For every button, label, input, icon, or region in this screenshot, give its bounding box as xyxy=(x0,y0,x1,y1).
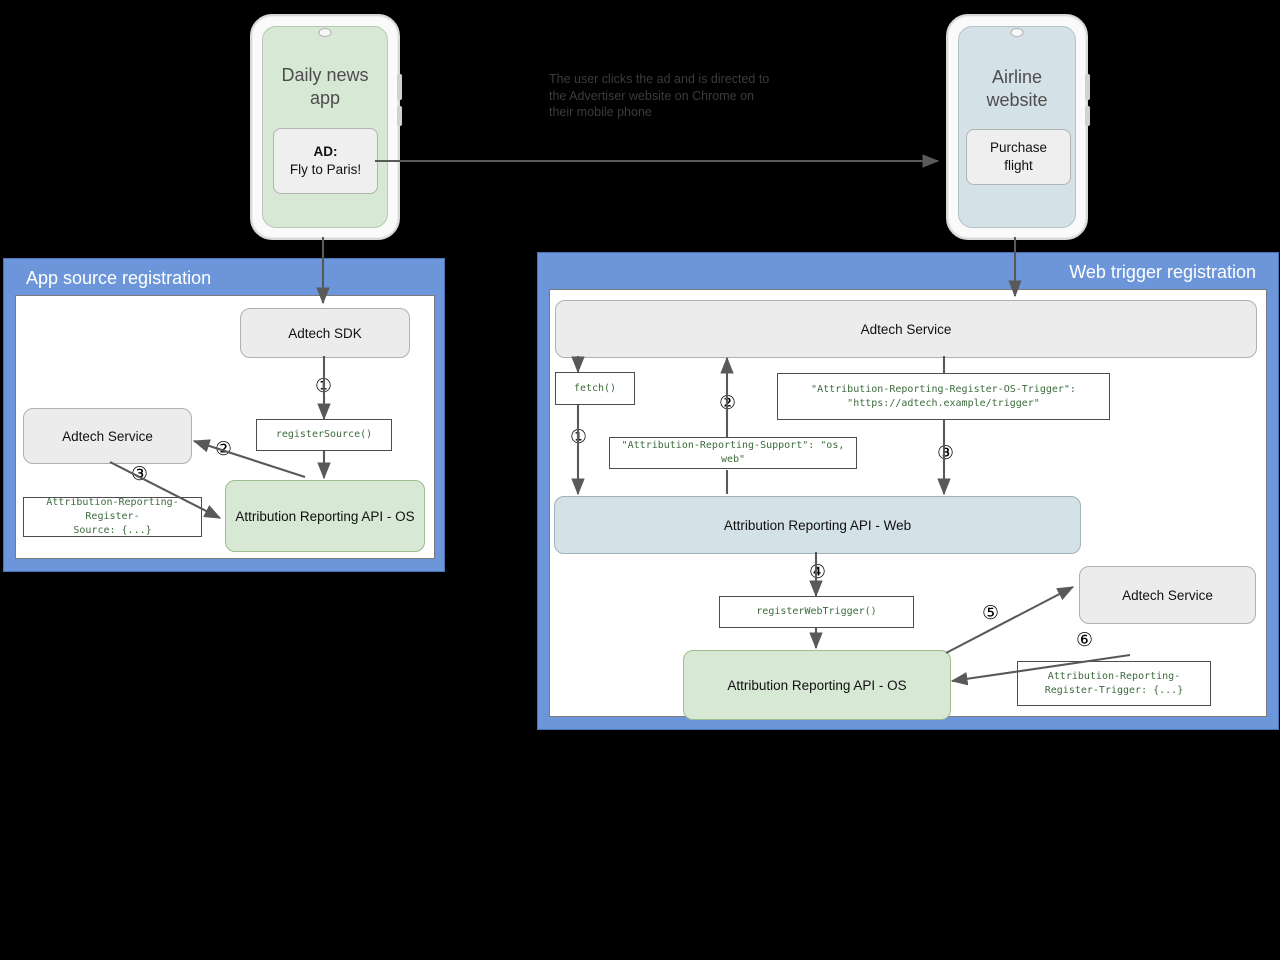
node-label: Adtech Service xyxy=(62,428,153,444)
phone-volume-button[interactable] xyxy=(1085,74,1090,100)
code-fetch: fetch() xyxy=(555,372,635,405)
purchase-flight-line-1: Purchase xyxy=(989,140,1048,155)
phone-left-app-title: Daily news app xyxy=(252,64,398,110)
node-label: Attribution Reporting API - Web xyxy=(723,517,912,533)
step-marker-2-left: ② xyxy=(215,438,233,460)
node-attribution-reporting-api-os-right[interactable]: Attribution Reporting API - OS xyxy=(683,650,951,720)
ad-label: AD: xyxy=(313,144,338,159)
ad-text: Fly to Paris! xyxy=(289,162,362,177)
step-marker-3-left: ③ xyxy=(131,463,149,485)
phone-left-title-line-1: Daily news xyxy=(281,65,369,85)
phone-airline-website: Airline website Purchase flight xyxy=(946,14,1090,240)
node-label: Attribution Reporting API - OS xyxy=(235,508,415,524)
flow-annotation: The user clicks the ad and is directed t… xyxy=(549,71,819,121)
phone-right-site-title: Airline website xyxy=(948,66,1086,112)
phone-power-button[interactable] xyxy=(397,106,402,126)
phone-power-button[interactable] xyxy=(1085,106,1090,126)
node-label: Adtech SDK xyxy=(288,325,362,341)
code-register-source-header: Attribution-Reporting-Register- Source: … xyxy=(23,497,202,537)
step-marker-4-right: ④ xyxy=(809,561,827,583)
phone-left-title-line-2: app xyxy=(309,88,341,108)
step-marker-5-right: ⑤ xyxy=(982,602,1000,624)
phone-right-title-line-1: Airline xyxy=(991,67,1043,87)
annotation-line-3: their mobile phone xyxy=(549,105,652,119)
node-attribution-reporting-api-web[interactable]: Attribution Reporting API - Web xyxy=(554,496,1081,554)
node-adtech-service-top-right[interactable]: Adtech Service xyxy=(555,300,1257,358)
step-marker-2-right: ② xyxy=(719,392,737,414)
node-label: Adtech Service xyxy=(860,321,952,337)
code-register-web-trigger: registerWebTrigger() xyxy=(719,596,914,628)
node-adtech-sdk[interactable]: Adtech SDK xyxy=(240,308,410,358)
phone-right-title-line-2: website xyxy=(986,90,1048,110)
code-register-os-trigger-header: "Attribution-Reporting-Register-OS-Trigg… xyxy=(777,373,1110,420)
node-adtech-service-left[interactable]: Adtech Service xyxy=(23,408,192,464)
step-marker-3-right: ③ xyxy=(937,442,955,464)
purchase-flight-line-2: flight xyxy=(1004,158,1033,173)
node-label: Adtech Service xyxy=(1122,587,1213,603)
panel-left-title: App source registration xyxy=(26,268,212,288)
annotation-line-1: The user clicks the ad and is directed t… xyxy=(549,72,770,86)
phone-left-screen xyxy=(262,26,388,228)
phone-volume-button[interactable] xyxy=(397,74,402,100)
node-adtech-service-bottom-right[interactable]: Adtech Service xyxy=(1079,566,1256,624)
step-marker-6-right: ⑥ xyxy=(1076,629,1094,651)
phone-daily-news-app: Daily news app AD: Fly to Paris! xyxy=(250,14,402,240)
step-marker-1-left: ① xyxy=(315,375,333,397)
step-marker-1-right: ① xyxy=(570,426,588,448)
annotation-line-2: the Advertiser website on Chrome on xyxy=(549,88,754,103)
node-attribution-reporting-api-os-left[interactable]: Attribution Reporting API - OS xyxy=(225,480,425,552)
node-label: Attribution Reporting API - OS xyxy=(727,677,907,693)
phone-camera-icon xyxy=(1010,28,1024,37)
phone-camera-icon xyxy=(318,28,332,37)
code-attribution-reporting-support-header: "Attribution-Reporting-Support": "os, we… xyxy=(609,437,857,469)
ad-banner-card[interactable]: AD: Fly to Paris! xyxy=(273,128,378,194)
purchase-flight-button[interactable]: Purchase flight xyxy=(966,129,1071,185)
code-register-source: registerSource() xyxy=(256,419,392,451)
code-register-trigger-header: Attribution-Reporting- Register-Trigger:… xyxy=(1017,661,1211,706)
panel-right-title: Web trigger registration xyxy=(1069,262,1256,282)
phone-right-screen xyxy=(958,26,1076,228)
